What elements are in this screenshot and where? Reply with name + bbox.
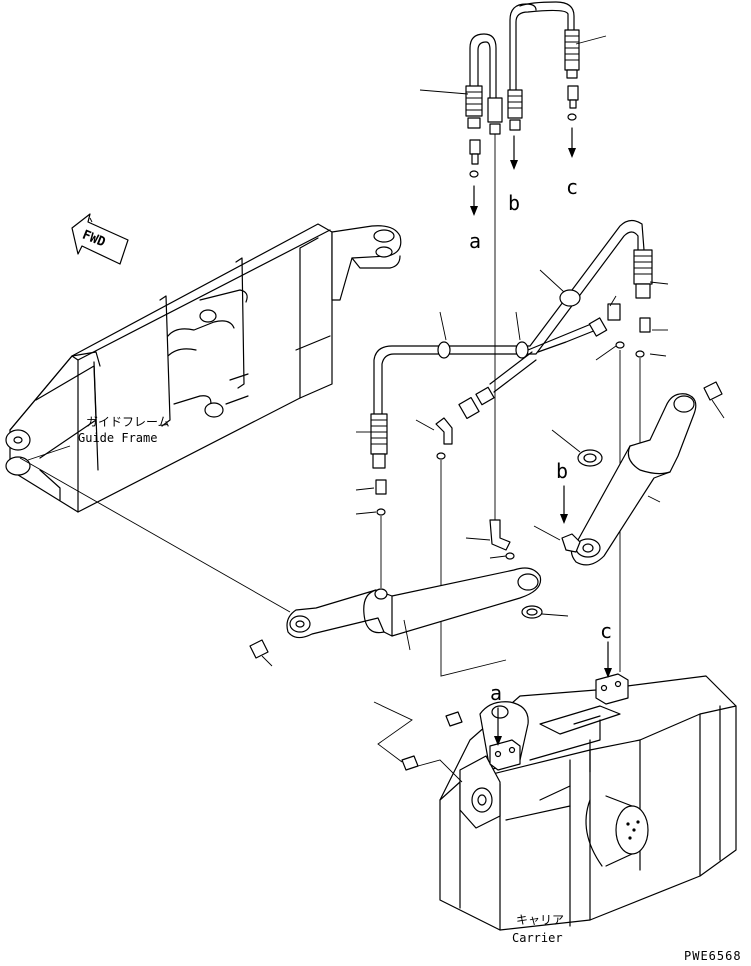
hydraulic-cylinder-lower: [249, 519, 569, 667]
carrier-label-en: Carrier: [512, 931, 563, 945]
drawing-code: PWE6568: [684, 949, 742, 963]
letter-c-top: c: [566, 175, 578, 199]
letter-a-low: a: [490, 681, 502, 705]
guide-frame-label-jp: ガイドフレーム: [86, 415, 170, 429]
carrier: [373, 641, 737, 931]
letter-c-low: c: [600, 619, 612, 643]
top-hose-group: [419, 1, 607, 520]
guide-frame: [5, 223, 402, 513]
letter-b-top: b: [508, 191, 520, 215]
letter-a-top: a: [469, 229, 481, 253]
pipe-assembly: [355, 219, 669, 677]
fwd-arrow-icon: FWD: [71, 213, 129, 265]
guide-frame-label-en: Guide Frame: [78, 431, 157, 445]
letter-b-mid: b: [556, 459, 568, 483]
hydraulic-cylinder-right: [533, 381, 725, 566]
carrier-label-jp: キャリア: [516, 913, 564, 927]
